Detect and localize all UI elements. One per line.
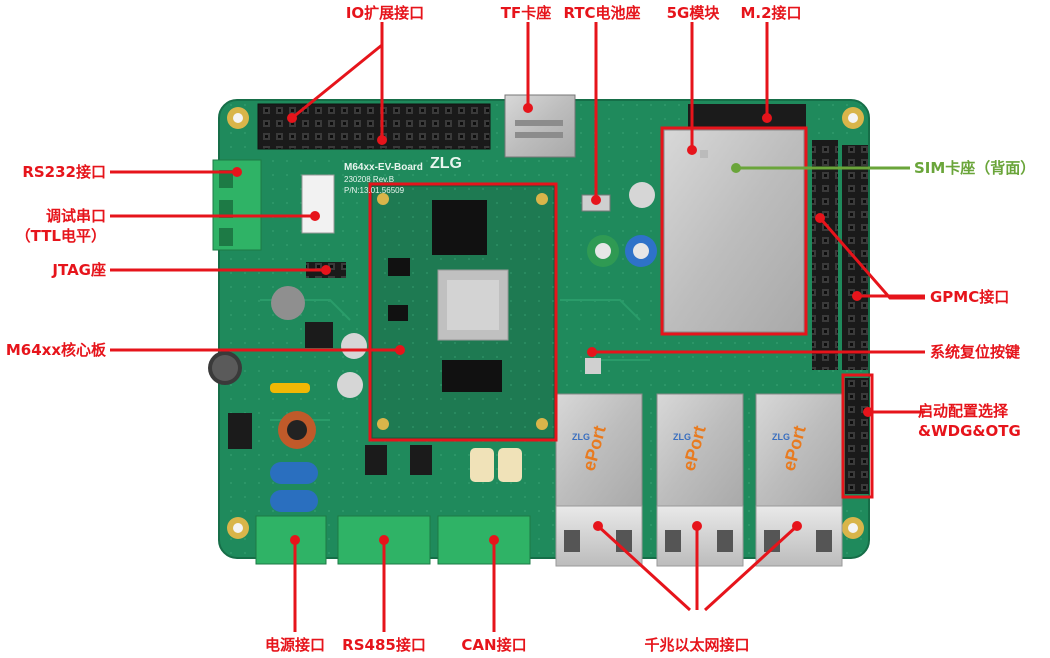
debug-serial-connector xyxy=(301,174,335,234)
label-gpmc: GPMC接口 xyxy=(930,288,1010,306)
left-components xyxy=(208,286,522,512)
label-debug-serial: 调试串口 xyxy=(45,207,106,225)
label-boot-config: 启动配置选择 xyxy=(918,402,1009,420)
board-name: M64xx-EV-Board xyxy=(344,162,423,173)
label-sim-slot: SIM卡座（背面） xyxy=(914,159,1036,177)
board-brand: ZLG xyxy=(430,155,462,172)
label-power: 电源接口 xyxy=(264,636,325,654)
callout-lines xyxy=(110,22,925,632)
m2-connector xyxy=(688,104,806,130)
eport-vendor-2: ZLG xyxy=(673,432,691,442)
rs232-terminal xyxy=(212,159,262,251)
label-m2-port: M.2接口 xyxy=(740,4,802,22)
label-rs485: RS485接口 xyxy=(342,636,426,654)
board-silkscreen: M64xx-EV-Board 230208 Rev.B P/N:13.01.56… xyxy=(344,155,810,473)
label-rtc-battery: RTC电池座 xyxy=(563,4,641,22)
label-debug-serial-ttl: （TTL电平） xyxy=(15,227,106,245)
label-core-board: M64xx核心板 xyxy=(5,341,106,359)
eport-vendor-1: ZLG xyxy=(572,432,590,442)
board-revision: 230208 Rev.B xyxy=(344,175,394,184)
mounting-holes xyxy=(227,107,864,539)
module-5g xyxy=(663,129,805,333)
ethernet-port-1 xyxy=(555,393,643,567)
label-rs232: RS232接口 xyxy=(22,163,106,181)
label-5g-module: 5G模块 xyxy=(666,4,720,22)
callout-dots xyxy=(232,103,873,545)
eport-vendor-3: ZLG xyxy=(772,432,790,442)
label-ethernet: 千兆以太网接口 xyxy=(644,636,750,654)
board-part-number: P/N:13.01.56509 xyxy=(344,186,405,195)
ethernet-port-3 xyxy=(755,393,843,567)
gpmc-header-1 xyxy=(812,140,838,370)
label-boot-config-wdg-otg: &WDG&OTG xyxy=(918,422,1021,440)
io-expansion-header xyxy=(257,103,491,150)
label-io-expansion: IO扩展接口 xyxy=(345,4,425,22)
label-jtag: JTAG座 xyxy=(52,261,106,279)
label-reset-button: 系统复位按键 xyxy=(930,343,1021,361)
ethernet-port-2 xyxy=(656,393,744,567)
boot-config-header xyxy=(845,378,869,494)
can-terminal xyxy=(437,515,531,565)
label-tf-slot: TF卡座 xyxy=(500,4,552,22)
right-components xyxy=(585,182,657,374)
core-board xyxy=(371,185,555,439)
label-can: CAN接口 xyxy=(461,636,527,654)
sim-callout xyxy=(731,163,910,173)
ethernet-ports xyxy=(555,393,843,567)
tf-card-slot xyxy=(504,94,576,158)
highlight-boxes xyxy=(368,126,874,499)
